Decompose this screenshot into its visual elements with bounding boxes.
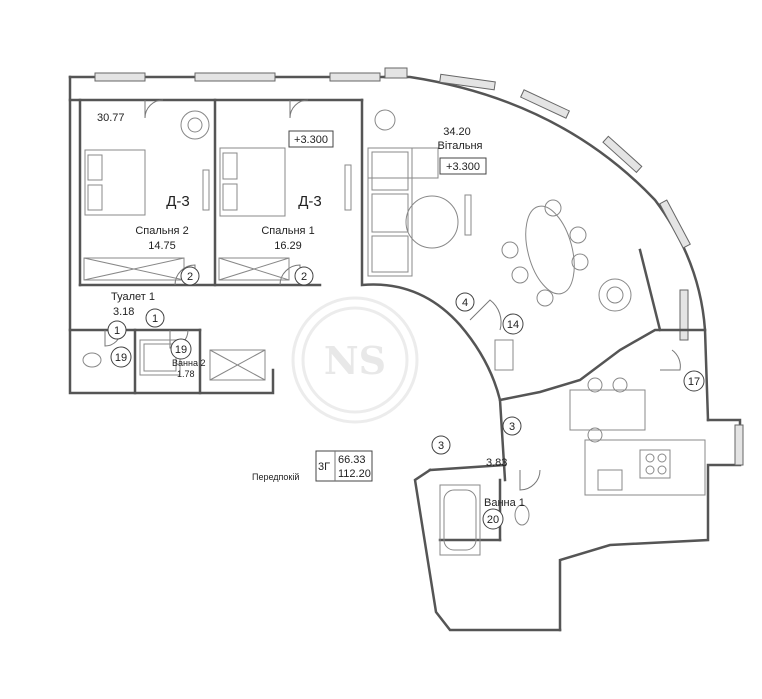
outer-walls xyxy=(68,75,742,632)
bedroom1-level: +3.300 xyxy=(294,134,328,146)
bedroom1-level-box xyxy=(288,130,334,148)
marker-20: 20 xyxy=(482,508,504,530)
marker-2a: 2 xyxy=(180,266,200,286)
marker-14: 14 xyxy=(502,313,524,335)
bath2-name: Ванна 2 xyxy=(172,358,205,368)
svg-text:19: 19 xyxy=(175,344,187,356)
svg-text:3: 3 xyxy=(438,440,444,452)
toilet1-name: Туалет 1 xyxy=(111,291,155,303)
toilet1-area: 3.18 xyxy=(113,306,134,318)
svg-text:2: 2 xyxy=(301,271,307,283)
unit-area-living: 66.33 xyxy=(338,454,366,466)
watermark-logo: NS xyxy=(291,296,419,424)
bath1-area: 3.83 xyxy=(486,457,507,469)
marker-19b: 19 xyxy=(170,338,192,360)
interior-walls xyxy=(68,98,707,542)
hall-name: Передпокій xyxy=(252,472,299,482)
svg-text:2: 2 xyxy=(187,271,193,283)
svg-text:14: 14 xyxy=(507,319,519,331)
watermark-text: NS xyxy=(324,338,386,383)
svg-text:17: 17 xyxy=(688,376,700,388)
doors xyxy=(104,99,681,491)
bedroom2-area: 14.75 xyxy=(148,240,176,252)
bedroom1-name: Спальня 1 xyxy=(261,225,314,237)
svg-text:19: 19 xyxy=(115,352,127,364)
bedroom2-type: Д-3 xyxy=(166,193,190,210)
living-level: +3.300 xyxy=(446,161,480,173)
unit-area-total: 112.20 xyxy=(338,468,371,480)
furniture xyxy=(82,109,706,556)
bedroom2-name: Спальня 2 xyxy=(135,225,188,237)
living-level-box xyxy=(439,157,487,175)
marker-19a: 19 xyxy=(110,346,132,368)
unit-tag: 3Г 66.33 112.20 xyxy=(315,450,373,482)
unit-code: 3Г xyxy=(318,461,330,473)
bedroom1-area: 16.29 xyxy=(274,240,302,252)
marker-1b: 1 xyxy=(107,320,127,340)
svg-text:4: 4 xyxy=(462,297,468,309)
area-top-left: 30.77 xyxy=(97,112,125,124)
svg-text:20: 20 xyxy=(487,514,499,526)
windows xyxy=(94,67,744,466)
unit-tag-box xyxy=(315,450,373,482)
marker-4: 4 xyxy=(455,292,475,312)
living-name: Вітальня xyxy=(438,140,483,152)
marker-1a: 1 xyxy=(145,308,165,328)
marker-17: 17 xyxy=(683,370,705,392)
marker-3a: 3 xyxy=(502,416,522,436)
marker-2b: 2 xyxy=(294,266,314,286)
living-area: 34.20 xyxy=(443,126,471,138)
bath1-name: Ванна 1 xyxy=(484,497,525,509)
svg-text:3: 3 xyxy=(509,421,515,433)
bath2-area: 1.78 xyxy=(177,369,195,379)
marker-3b: 3 xyxy=(431,435,451,455)
svg-text:1: 1 xyxy=(114,325,120,337)
bedroom1-type: Д-3 xyxy=(298,193,322,210)
svg-text:1: 1 xyxy=(152,313,158,325)
